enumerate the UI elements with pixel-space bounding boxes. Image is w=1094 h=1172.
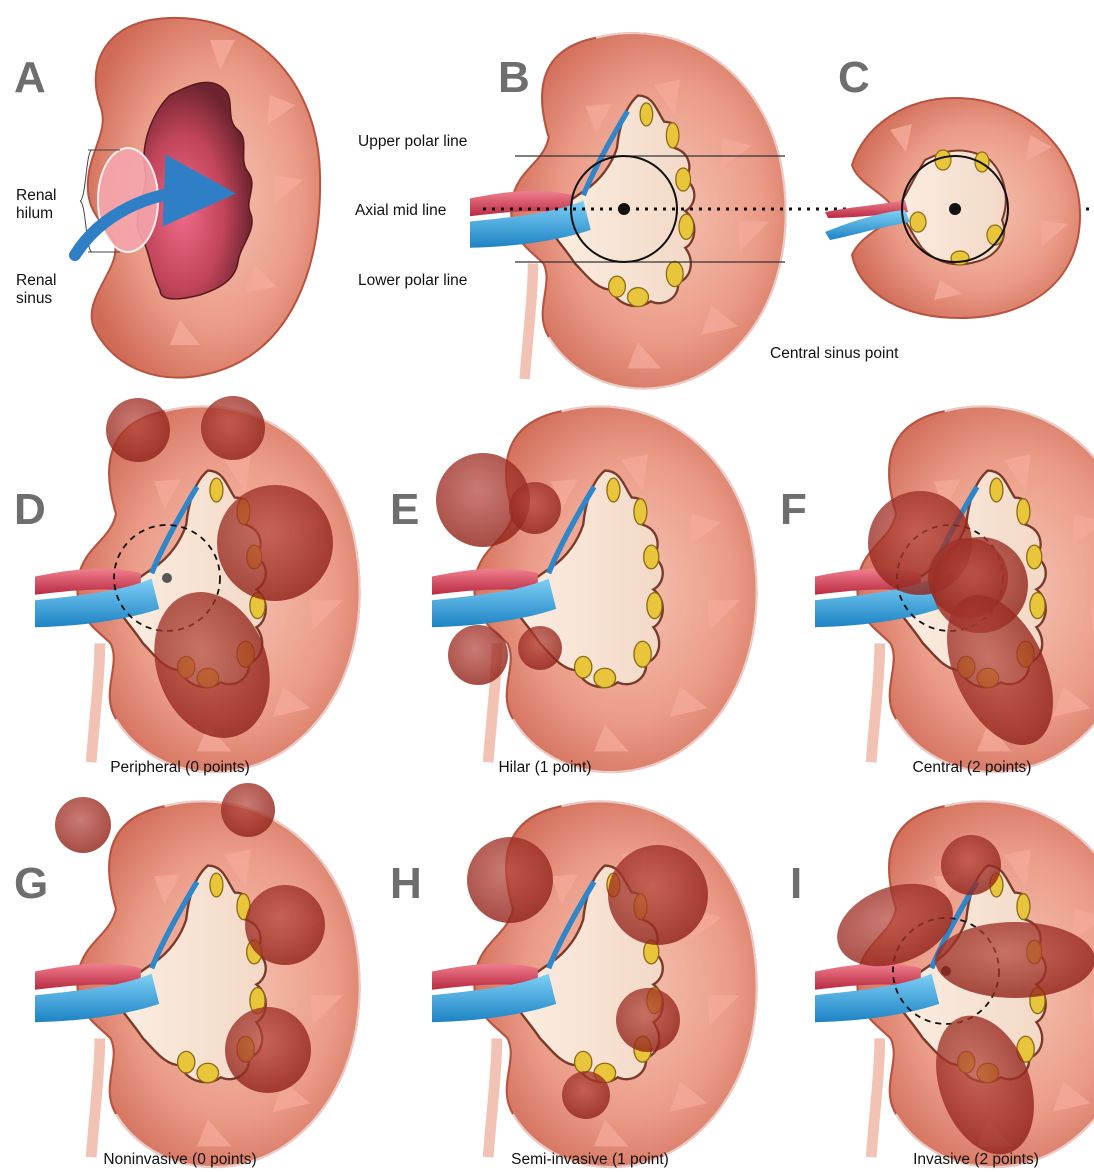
panel-h: H Semi-invasive (1 point) [390, 801, 757, 1168]
panel-i: I Invasive (2 points) [790, 801, 1094, 1168]
caption-g: Noninvasive (0 points) [103, 1151, 256, 1168]
label-lower-polar-line: Lower polar line [358, 272, 467, 289]
caption-f: Central (2 points) [913, 759, 1032, 776]
caption-h: Semi-invasive (1 point) [511, 1151, 669, 1168]
panel-letter-f: F [780, 485, 807, 534]
tumor-mass [106, 398, 170, 462]
tumor-mass [217, 485, 333, 601]
tumor-mass [608, 845, 708, 945]
panel-letter-a: A [14, 53, 46, 102]
tumor-mass [221, 783, 275, 837]
tumor-mass [935, 922, 1094, 998]
panel-letter-i: I [790, 859, 802, 908]
panel-letter-g: G [14, 859, 48, 908]
tumor-mass [562, 1071, 610, 1119]
kidney-cross-section-a [75, 18, 320, 378]
tumor-mass [467, 837, 553, 923]
panel-a: A Renal hilum Renal sinus [14, 18, 320, 378]
panel-letter-h: H [390, 859, 422, 908]
caption-d: Peripheral (0 points) [110, 759, 250, 776]
panel-letter-e: E [390, 485, 419, 534]
panel-f: F Central (2 points) [780, 406, 1094, 776]
panel-e: E Hilar (1 point) [390, 406, 757, 776]
panel-b: B Upper polar line Axial mid line Lower … [355, 33, 786, 388]
panel-letter-b: B [498, 53, 530, 102]
tumor-mass [616, 988, 680, 1052]
tumor-mass [225, 1007, 311, 1093]
label-renal-sinus-1: Renal [16, 272, 57, 289]
tumor-mass [941, 835, 1001, 895]
label-upper-polar-line: Upper polar line [358, 133, 467, 150]
tumor-mass [55, 797, 111, 853]
panel-d: D Peripheral (0 points) [14, 396, 360, 776]
tumor-mass [509, 482, 561, 534]
tumor-mass [448, 625, 508, 685]
tumor-mass [201, 396, 265, 460]
label-central-sinus-point: Central sinus point [770, 345, 899, 362]
kidney-axial-c [825, 98, 1080, 318]
label-renal-hilum-1: Renal [16, 187, 57, 204]
panel-g: G Noninvasive (0 points) [14, 783, 360, 1168]
caption-i: Invasive (2 points) [913, 1151, 1039, 1168]
panel-letter-c: C [838, 53, 870, 102]
label-renal-sinus-2: sinus [16, 290, 52, 307]
panel-letter-d: D [14, 485, 46, 534]
tumor-mass [518, 626, 562, 670]
label-renal-hilum-2: hilum [16, 205, 53, 222]
caption-e: Hilar (1 point) [498, 759, 591, 776]
tumor-mass [245, 885, 325, 965]
label-axial-mid-line: Axial mid line [355, 202, 446, 219]
